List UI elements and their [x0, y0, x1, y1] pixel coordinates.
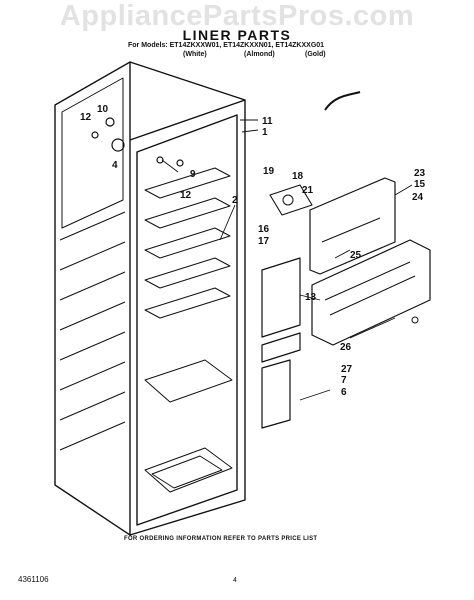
- callout-25: 25: [350, 250, 362, 261]
- callout-16: 16: [258, 224, 270, 235]
- callout-7: 7: [341, 375, 347, 386]
- callout-12-mid: 12: [180, 190, 192, 201]
- models-line: For Models: ET14ZKXXW01, ET14ZKXXN01, ET…: [128, 42, 325, 49]
- part-7: [261, 332, 301, 363]
- callout-17: 17: [258, 236, 270, 247]
- part-4-screw: [111, 138, 125, 152]
- callout-6: 6: [341, 387, 347, 398]
- callout-23: 23: [414, 168, 426, 179]
- callout-18: 18: [292, 171, 304, 182]
- callout-10: 10: [97, 104, 109, 115]
- callout-13: 13: [305, 292, 317, 303]
- callout-26: 26: [340, 342, 352, 353]
- evaporator-cover: [311, 239, 431, 346]
- callout-15: 15: [414, 179, 426, 190]
- callout-4: 4: [112, 160, 118, 171]
- callout-1: 1: [262, 127, 268, 138]
- callout-19: 19: [263, 166, 275, 177]
- panel-13: [261, 257, 301, 338]
- callout-11: 11: [262, 116, 273, 127]
- watermark-logo: AppliancePartsPros.com: [59, 0, 415, 32]
- page-title: LINER PARTS: [182, 27, 292, 43]
- thermostat-assembly: [269, 184, 313, 216]
- shroud-part: [309, 177, 396, 275]
- callout-9: 9: [190, 169, 196, 180]
- document-number: 4361106: [18, 575, 49, 584]
- callout-21: 21: [302, 185, 314, 196]
- part-6: [261, 359, 291, 429]
- ordering-info-note: FOR ORDERING INFORMATION REFER TO PARTS …: [124, 536, 318, 542]
- callout-27: 27: [341, 364, 353, 375]
- variant-almond: (Almond): [244, 51, 275, 58]
- variant-gold: (Gold): [305, 51, 326, 58]
- wire-harness: [324, 91, 361, 111]
- callout-12-top: 12: [80, 112, 92, 123]
- callout-24: 24: [412, 192, 424, 203]
- variant-white: (White): [183, 51, 207, 58]
- liner-inner-face: [136, 114, 238, 526]
- callout-2: 2: [232, 195, 238, 206]
- page-number: 4: [233, 577, 237, 584]
